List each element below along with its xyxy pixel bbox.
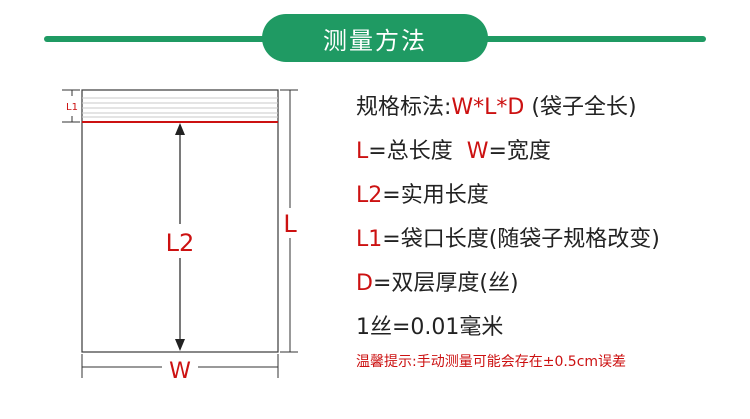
w-dimension bbox=[81, 354, 279, 378]
l-dimension bbox=[280, 89, 298, 353]
l2-key: L2 bbox=[356, 183, 383, 208]
l-key: L bbox=[356, 139, 369, 164]
seal-lines bbox=[82, 97, 278, 118]
l-text: =总长度 bbox=[368, 139, 453, 164]
spec-suffix: (袋子全长) bbox=[524, 95, 637, 120]
header-pill: 测量方法 bbox=[262, 14, 488, 62]
l2-label-bg bbox=[150, 224, 210, 258]
d-text: =双层厚度(丝) bbox=[372, 271, 519, 296]
l2-definition-line: L2=实用长度 bbox=[356, 174, 736, 218]
page-title: 测量方法 bbox=[323, 26, 427, 55]
l1-dimension bbox=[62, 89, 80, 123]
measurement-note: 温馨提示:手动测量可能会存在±0.5cm误差 bbox=[356, 354, 627, 370]
spec-prefix: 规格标法: bbox=[356, 95, 452, 120]
l1-text: =袋口长度(随袋子规格改变) bbox=[382, 227, 660, 252]
d-key: D bbox=[356, 271, 373, 296]
info-panel: 规格标法:W*L*D (袋子全长) L=总长度 W=宽度 L2=实用长度 L1=… bbox=[356, 86, 736, 374]
unit-definition-line: 1丝=0.01毫米 bbox=[356, 315, 504, 340]
w-key: W bbox=[466, 139, 489, 164]
spec-line: 规格标法:W*L*D (袋子全长) bbox=[356, 86, 736, 130]
label-l2: L2 bbox=[166, 229, 195, 257]
l1-key: L1 bbox=[356, 227, 383, 252]
label-w: W bbox=[169, 359, 191, 384]
l2-text: =实用长度 bbox=[382, 183, 489, 208]
l1-definition-line: L1=袋口长度(随袋子规格改变) bbox=[356, 218, 736, 262]
label-l: L bbox=[283, 210, 297, 238]
l-definition-line: L=总长度 W=宽度 bbox=[356, 130, 736, 174]
w-text: =宽度 bbox=[488, 139, 551, 164]
d-definition-line: D=双层厚度(丝) bbox=[356, 262, 736, 306]
label-l1: L1 bbox=[66, 102, 78, 113]
spec-formula: W*L*D bbox=[451, 95, 525, 120]
